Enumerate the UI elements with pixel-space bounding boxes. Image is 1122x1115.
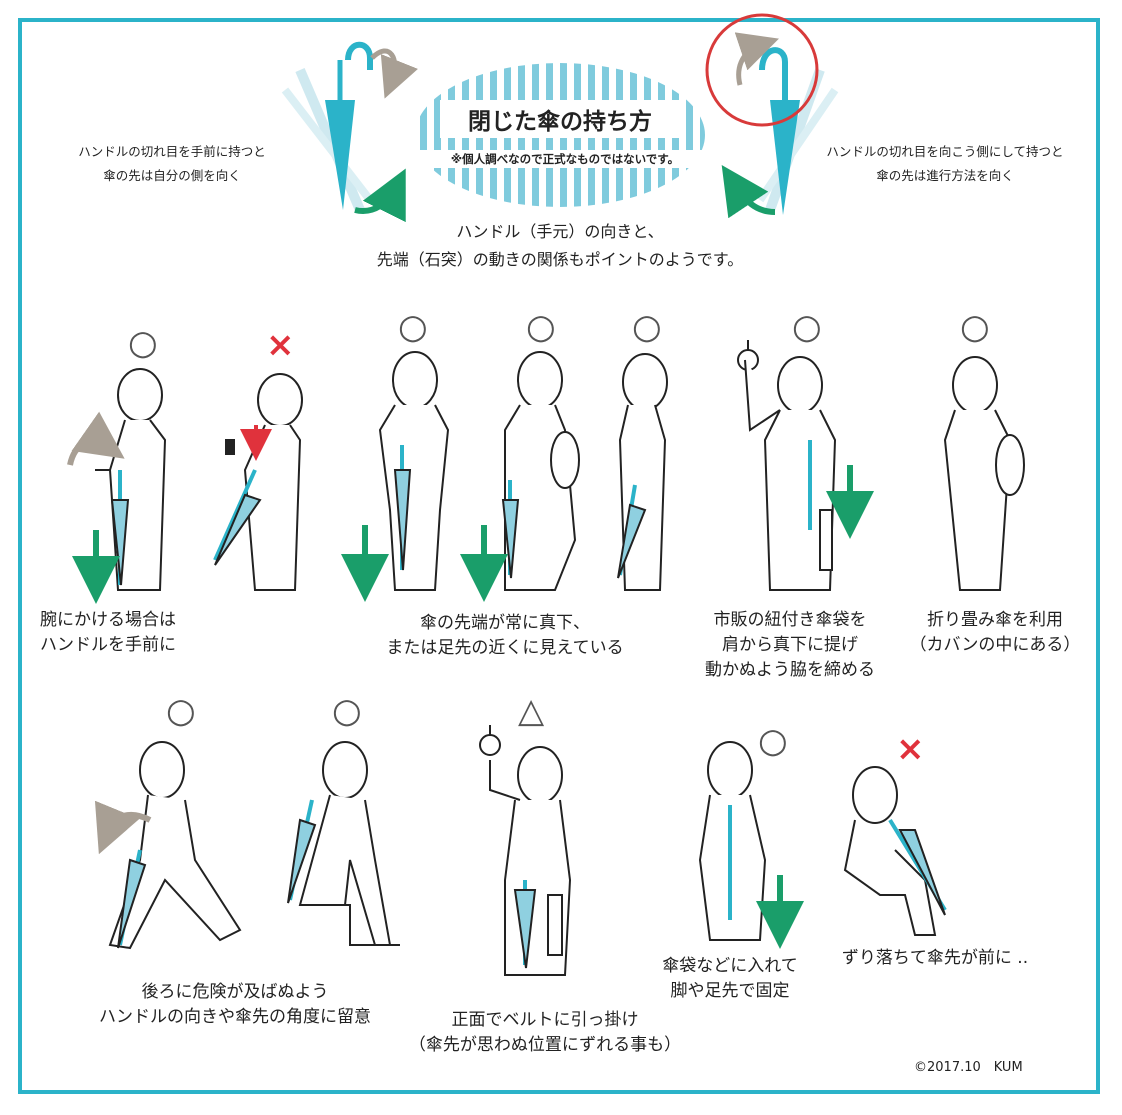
- caption-belt-hook: 正面でベルトに引っ掛け （傘先が思わぬ位置にずれる事も）: [390, 1008, 700, 1058]
- disclaimer-note: ※個人調べなので正式なものではないです。: [420, 150, 710, 168]
- figure-arm-hook-ok: [67, 368, 167, 604]
- figure-standing-side-ok: [617, 353, 668, 591]
- header-right-caption: ハンドルの切れ目を向こう側にして持つと 傘の先は進行方法を向く: [800, 140, 1090, 188]
- caption-line: 腕にかける場合は: [40, 610, 176, 630]
- ok-mark: ○: [332, 691, 362, 731]
- caution-mark: △: [518, 691, 545, 731]
- ok-mark: ○: [128, 323, 158, 363]
- figure-seated-ok: [698, 741, 804, 949]
- ok-mark: ○: [526, 307, 556, 347]
- caption-line: 後ろに危険が及ばぬよう: [141, 982, 329, 1002]
- caption-line: （カバンの中にある）: [909, 635, 1081, 655]
- caption-line: 折り畳み傘を利用: [927, 610, 1063, 630]
- highlight-circle: [705, 13, 819, 127]
- figure-walking-ok: [94, 741, 242, 950]
- page-title: 閉じた傘の持ち方: [440, 100, 680, 138]
- subtitle: ハンドル（手元）の向きと、 先端（石突）の動きの関係もポイントのようです。: [300, 218, 820, 274]
- header-umbrella-left-illustration: [281, 41, 418, 223]
- subtitle-line2: 先端（石突）の動きの関係もポイントのようです。: [376, 250, 744, 269]
- caption-seated-ng: ずり落ちて傘先が前に ..: [830, 946, 1040, 971]
- caption-walking: 後ろに危険が及ばぬよう ハンドルの向きや傘先の角度に留意: [70, 980, 400, 1030]
- caption-line: （傘先が思わぬ位置にずれる事も）: [408, 1035, 682, 1055]
- ok-mark: ○: [792, 307, 822, 347]
- figure-seated-ng: [843, 766, 947, 936]
- ok-mark: ○: [166, 691, 196, 731]
- caption-line: 市販の紐付き傘袋を: [713, 610, 867, 630]
- caption-umbrella-bag: 市販の紐付き傘袋を 肩から真下に提げ 動かぬよう脇を締める: [680, 608, 900, 683]
- header-umbrella-right-illustration: [705, 13, 839, 219]
- caption-line: ずり落ちて傘先が前に ..: [841, 948, 1029, 968]
- caption-line: 傘袋などに入れて: [662, 956, 798, 976]
- ok-mark: ○: [960, 307, 990, 347]
- figure-strap-bag-ok: [737, 340, 874, 591]
- caption-line: 肩から真下に提げ: [722, 635, 858, 655]
- caption-arm-hook: 腕にかける場合は ハンドルを手前に: [40, 608, 240, 658]
- caption-line: 脚や足先で固定: [670, 981, 790, 1001]
- ng-mark: ×: [896, 729, 925, 769]
- ng-mark: ×: [266, 325, 295, 365]
- caption-seated-ok: 傘袋などに入れて 脚や足先で固定: [650, 954, 810, 1004]
- header-right-caption-line2: 傘の先は進行方法を向く: [876, 168, 1014, 183]
- figure-folding-umbrella-ok: [943, 356, 1025, 591]
- caption-line: 動かぬよう脇を締める: [705, 660, 875, 680]
- page-border: [18, 18, 1100, 1094]
- copyright: ©2017.10 KUM: [914, 1060, 1023, 1075]
- header-left-caption: ハンドルの切れ目を手前に持つと 傘の先は自分の側を向く: [42, 140, 302, 188]
- caption-line: または足先の近くに見えている: [386, 638, 624, 658]
- caption-line: 正面でベルトに引っ掛け: [451, 1010, 639, 1030]
- figure-standing-ok-1: [341, 351, 450, 602]
- caption-straight-down: 傘の先端が常に真下、 または足先の近くに見えている: [345, 611, 665, 661]
- header-left-caption-line1: ハンドルの切れ目を手前に持つと: [78, 144, 266, 159]
- figure-stairs-ok: [287, 741, 400, 946]
- ok-mark: ○: [398, 307, 428, 347]
- caption-folding: 折り畳み傘を利用 （カバンの中にある）: [895, 608, 1095, 658]
- header-right-caption-line1: ハンドルの切れ目を向こう側にして持つと: [826, 144, 1064, 159]
- header-left-caption-line2: 傘の先は自分の側を向く: [103, 168, 241, 183]
- ok-mark: ○: [632, 307, 662, 347]
- ok-mark: ○: [758, 721, 788, 761]
- figure-phone-ng: [213, 373, 303, 591]
- figure-belt-hook-caution: [479, 725, 572, 976]
- figure-standing-bag-ok: [460, 351, 580, 602]
- caption-line: ハンドルの向きや傘先の角度に留意: [99, 1007, 371, 1027]
- caption-line: 傘の先端が常に真下、: [420, 613, 590, 633]
- subtitle-line1: ハンドル（手元）の向きと、: [456, 222, 664, 241]
- caption-line: ハンドルを手前に: [40, 635, 176, 655]
